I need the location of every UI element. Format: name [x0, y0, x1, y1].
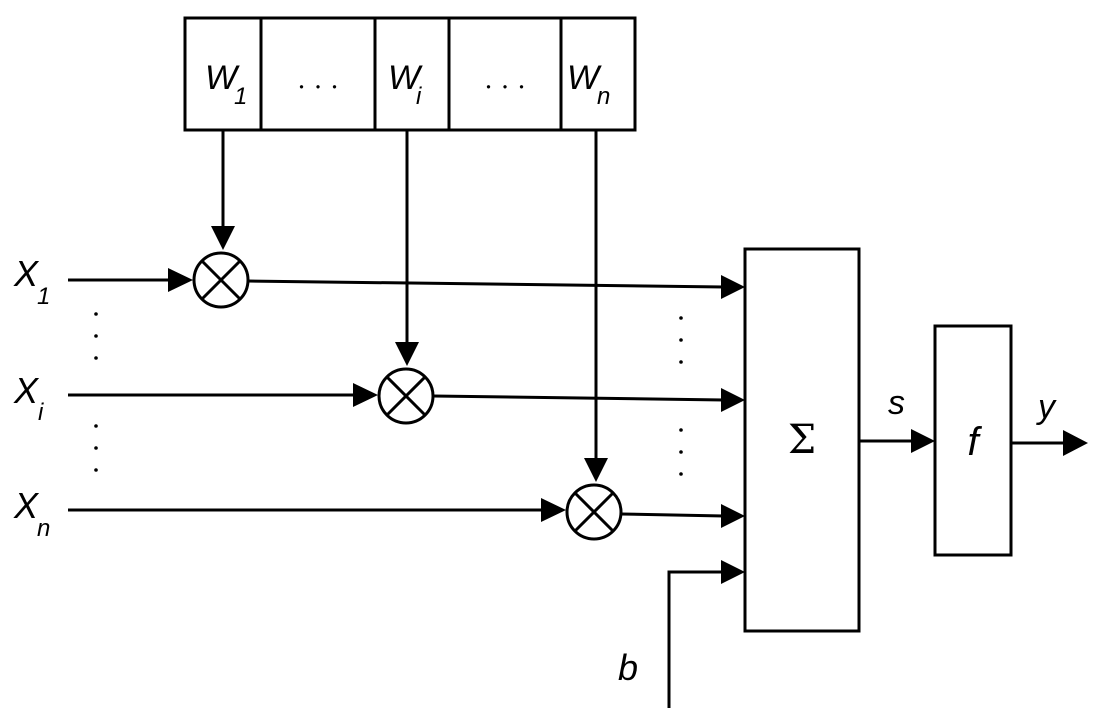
arrowhead-icon	[911, 429, 935, 453]
bias-line	[667, 570, 724, 708]
product-1-line	[247, 279, 725, 289]
weight-ellipsis: . . .	[484, 65, 525, 95]
arrowhead-icon	[395, 342, 419, 366]
arrowhead-icon	[1063, 430, 1088, 456]
weight-ellipsis: . . .	[297, 65, 338, 95]
weight-n-label: W	[567, 59, 602, 97]
summation-icon: Σ	[788, 417, 816, 463]
summation-frame	[743, 247, 861, 633]
weight-i-label: W	[388, 59, 423, 97]
sum-output-label: s	[888, 384, 905, 422]
multiply-icon	[573, 491, 615, 533]
bias-label: b	[618, 647, 638, 688]
multiplier-n	[565, 483, 623, 541]
sum-ellipsis-dots	[679, 316, 683, 476]
multiplier-i	[377, 367, 435, 425]
input-i-label: X	[13, 370, 40, 411]
bias-input: b	[618, 560, 745, 708]
arrowhead-icon	[721, 560, 745, 584]
input-i-subscript: i	[38, 399, 44, 426]
product-n-line	[620, 512, 725, 518]
product-connections	[247, 275, 745, 528]
weight-i-subscript: i	[416, 83, 422, 110]
product-i-line	[432, 394, 725, 402]
arrowhead-icon	[721, 388, 745, 412]
output-connection: y	[1011, 388, 1088, 456]
activation-block: f	[933, 324, 1013, 557]
arrowhead-icon	[353, 383, 378, 407]
weight-1-label: W	[205, 59, 240, 97]
arrowhead-icon	[721, 275, 745, 299]
multiply-icon	[200, 259, 242, 301]
arrowhead-icon	[211, 226, 235, 250]
input-connections	[68, 268, 566, 522]
sum-output-connection: s	[859, 384, 935, 453]
weight-1-subscript: 1	[234, 83, 247, 110]
weight-connections	[211, 130, 608, 482]
input-1-subscript: 1	[37, 283, 50, 310]
arrowhead-icon	[168, 268, 193, 292]
multiply-icon	[385, 375, 427, 417]
input-labels: X 1 X i X n	[13, 253, 50, 542]
output-label: y	[1036, 388, 1057, 426]
input-ellipsis-dots	[94, 312, 98, 472]
input-n-subscript: n	[37, 515, 50, 542]
input-n-label: X	[13, 485, 40, 526]
weight-vector: W 1 . . . W i . . . W n	[183, 16, 637, 132]
weight-n-subscript: n	[597, 83, 610, 110]
input-1-label: X	[13, 253, 40, 294]
arrowhead-icon	[541, 498, 566, 522]
activation-frame	[933, 324, 1013, 557]
arrowhead-icon	[721, 504, 745, 528]
multiplier-1	[192, 251, 250, 309]
summation-block: Σ	[743, 247, 861, 633]
arrowhead-icon	[584, 458, 608, 482]
